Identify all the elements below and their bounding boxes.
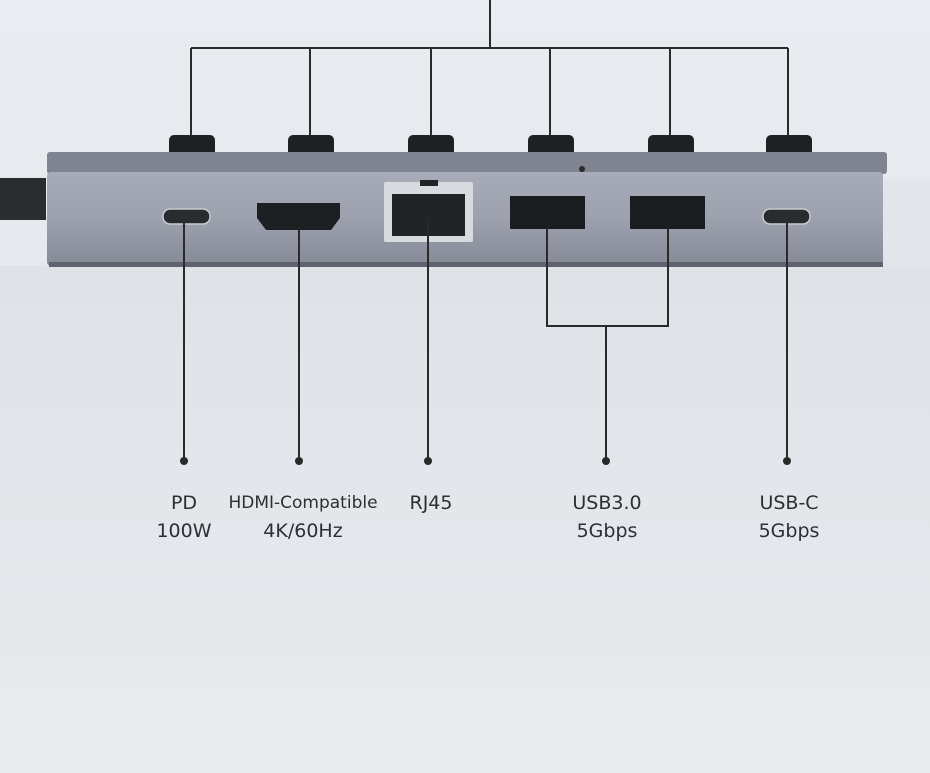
callout-dots xyxy=(180,457,791,465)
hdmi-port xyxy=(257,203,340,230)
port-name: PD xyxy=(170,492,198,514)
usb-c-port-data xyxy=(762,208,811,225)
cable xyxy=(0,178,46,220)
usb-a-port-1 xyxy=(510,196,585,229)
table-surface xyxy=(0,266,930,773)
label-pd: PD 100W xyxy=(94,489,274,545)
port-detail: 5Gbps xyxy=(576,520,638,542)
top-bracket-lines xyxy=(190,0,789,135)
callout-lines xyxy=(183,222,788,461)
indicator-led xyxy=(579,166,585,172)
port-name: HDMI-Compatible xyxy=(228,493,378,513)
label-usb3: USB3.0 5Gbps xyxy=(517,489,697,545)
port-detail: 100W xyxy=(156,520,212,542)
port-name: USB-C xyxy=(759,492,819,514)
usb-a-port-2 xyxy=(630,196,705,229)
hub-top-edge xyxy=(47,152,887,174)
knobs xyxy=(169,135,812,157)
port-name: RJ45 xyxy=(409,492,453,514)
label-usb-c: USB-C 5Gbps xyxy=(699,489,879,545)
label-rj45: RJ45 xyxy=(341,489,521,517)
label-hdmi: HDMI-Compatible 4K/60Hz xyxy=(213,489,393,545)
port-detail: 5Gbps xyxy=(758,520,820,542)
usb-c-port-pd xyxy=(162,208,211,225)
port-name: USB3.0 xyxy=(572,492,642,514)
port-detail: 4K/60Hz xyxy=(263,520,343,542)
